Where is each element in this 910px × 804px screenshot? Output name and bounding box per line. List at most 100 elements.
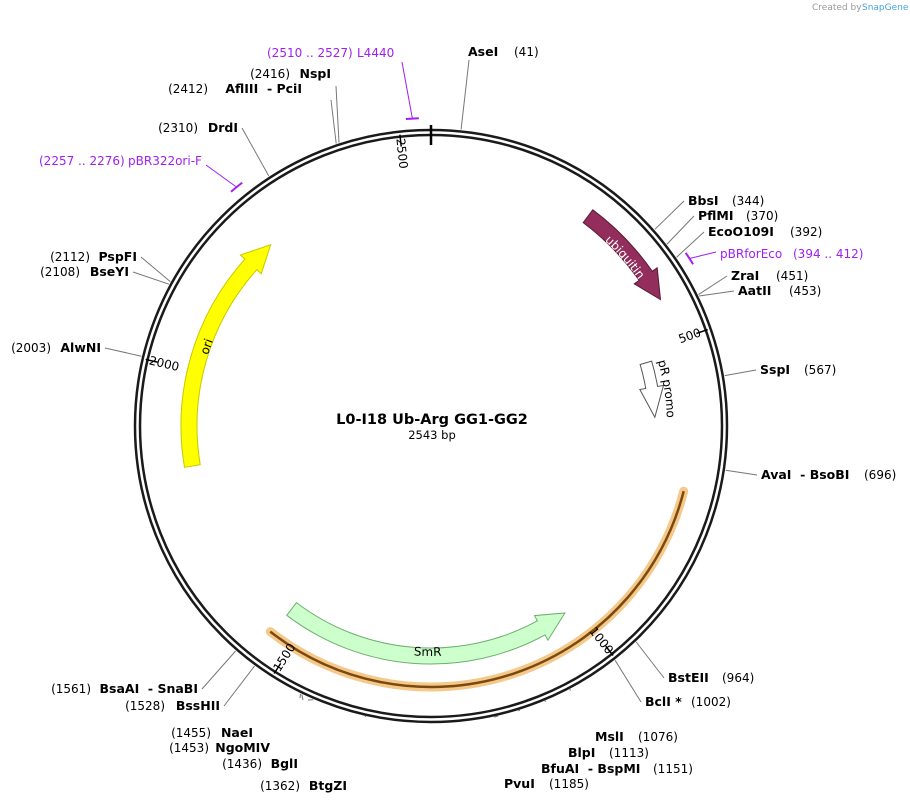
site-name: BtgZI <box>309 778 347 793</box>
site-name: BsaAI - SnaBI <box>100 681 199 696</box>
site-bfuai-bspmi[interactable]: BfuAI - BspMI (1151) <box>518 709 693 776</box>
site-position: (1113) <box>609 746 649 760</box>
site-position: (2412) <box>168 82 208 96</box>
site-ngomiv[interactable]: NgoMIV(1453) <box>169 694 304 756</box>
plasmid-name: L0-I18 Ub-Arg GG1-GG2 <box>336 412 528 428</box>
site-drdi[interactable]: DrdI (2310) <box>158 120 270 177</box>
site-name: AatII <box>738 283 771 298</box>
site-asei[interactable]: AseI(41) <box>460 44 539 130</box>
primer-pbr322ori-f-leader <box>205 164 237 188</box>
site-position: (2416) <box>250 67 290 81</box>
site-name: EcoO109I <box>708 224 774 239</box>
site-pvui[interactable]: PvuI (1185) <box>494 715 589 791</box>
site-position: (2108) <box>40 265 80 279</box>
site-btgzi[interactable]: BtgZI(1362) <box>260 715 367 793</box>
tick-mark-2000 <box>145 358 158 363</box>
site-ecoo109i[interactable]: EcoO109I(392) <box>676 224 823 258</box>
primer-label: L4440 <box>357 46 394 60</box>
tick-mark-1500 <box>273 662 282 674</box>
feature-smr-arrow <box>286 601 566 665</box>
backbone <box>133 125 729 724</box>
tick-label-1000: 1000 <box>586 624 616 657</box>
site-name: DrdI <box>208 120 238 135</box>
site-bcli[interactable]: BclI *(1002) <box>614 660 731 709</box>
site-bsaai-snabi[interactable]: BsaAI - SnaBI (1561) <box>51 650 236 696</box>
site-leader <box>494 715 499 718</box>
site-blpi[interactable]: BlpI (1113) <box>544 700 649 760</box>
credit[interactable]: Created by SnapGene <box>812 3 909 13</box>
primer-pbrforeco[interactable]: (394 .. 412)pBRforEco <box>720 247 863 261</box>
site-position: (964) <box>722 671 754 685</box>
site-leader <box>654 200 685 230</box>
site-name: SspI <box>760 362 790 377</box>
site-name: PspFI <box>98 249 137 264</box>
site-name: NspI <box>299 66 331 81</box>
site-bbsi[interactable]: BbsI(344) <box>654 193 764 230</box>
primer-pbr322ori-f[interactable]: (2257 .. 2276)pBR322ori-F <box>39 154 202 168</box>
site-position: (567) <box>804 363 836 377</box>
site-name: BseYI <box>90 264 129 279</box>
site-leader <box>698 275 728 296</box>
site-pflmi[interactable]: PflMI(370) <box>666 208 778 245</box>
site-name: PvuI <box>504 776 535 791</box>
primers: (2510 .. 2527)L4440 (394 .. 412)pBRforEco… <box>39 46 863 265</box>
site-leader <box>301 694 304 701</box>
site-nspi[interactable]: NspI (2416) <box>250 66 340 143</box>
site-leader <box>104 347 142 357</box>
site-position: (370) <box>746 209 778 223</box>
site-name: BglI <box>271 756 298 771</box>
site-name: BfuAI - BspMI <box>541 761 640 776</box>
site-position: (1455) <box>171 726 211 740</box>
tick-mark-2500 <box>399 134 402 147</box>
site-name: AflIII - PciI <box>225 81 302 96</box>
site-name: NgoMIV <box>215 740 270 755</box>
site-position: (2310) <box>158 121 198 135</box>
site-position: (1436) <box>222 757 262 771</box>
site-position: (1561) <box>51 682 91 696</box>
tick-mark-1000 <box>605 645 614 656</box>
feature-ubiquitin-arrow <box>582 209 662 301</box>
site-avai-bsobi[interactable]: AvaI - BsoBI (696) <box>725 467 897 482</box>
site-bgli[interactable]: BglI (1436) <box>222 699 314 771</box>
site-leader <box>699 290 735 297</box>
site-alwni[interactable]: AlwNI(2003) <box>11 340 142 357</box>
primer-range: (394 .. 412) <box>793 247 863 261</box>
site-leader <box>635 641 665 679</box>
site-position: (1185) <box>549 777 589 791</box>
site-sspi[interactable]: SspI (567) <box>724 362 837 377</box>
site-position: (1528) <box>125 699 165 713</box>
site-naei[interactable]: NaeI (1455) <box>171 693 301 740</box>
site-bsshii[interactable]: BssHII(1528) <box>125 665 255 713</box>
site-position: (1151) <box>653 762 693 776</box>
feature-ampr-promoter-arrow <box>639 360 665 419</box>
site-position: (696) <box>864 468 896 482</box>
site-name: BclI * <box>645 694 682 709</box>
primer-pbrforeco-mark <box>684 252 694 265</box>
site-name: AlwNI <box>60 340 101 355</box>
site-name: BlpI <box>568 745 595 760</box>
site-name: AvaI - BsoBI <box>761 467 849 482</box>
site-position: (2112) <box>50 250 90 264</box>
primer-label: pBR322ori-F <box>128 154 202 168</box>
site-afliii-pcii[interactable]: AflIII - PciI (2412) <box>168 81 337 144</box>
site-pspfi[interactable]: PspFI (2112) <box>50 249 171 282</box>
site-leader <box>725 469 758 476</box>
site-bsteii[interactable]: BstEII(964) <box>635 641 754 685</box>
primer-l4440[interactable]: (2510 .. 2527)L4440 <box>267 46 394 60</box>
credit-prefix: Created by <box>812 3 862 13</box>
site-msli[interactable]: MslI(1076) <box>569 689 678 744</box>
tick-label-2500: 2500 <box>393 138 410 170</box>
site-position: (451) <box>776 269 808 283</box>
tick-label-2000: 2000 <box>148 353 181 374</box>
site-zrai[interactable]: ZraI (451) <box>698 268 809 296</box>
feature-ampr-promoter-label: AmpR promoter <box>0 0 678 418</box>
site-aatii[interactable]: AatII(453) <box>699 283 821 298</box>
site-bseyi[interactable]: BseYI (2108) <box>40 264 170 285</box>
site-name: NaeI <box>221 725 253 740</box>
feature-ori-arrow <box>180 243 272 468</box>
feature-ampr-promoter-label-text: AmpR promoter <box>0 0 678 418</box>
feature-highlight-line <box>269 490 685 689</box>
feature-ori-label: ori <box>197 337 215 356</box>
site-name: ZraI <box>731 268 759 283</box>
